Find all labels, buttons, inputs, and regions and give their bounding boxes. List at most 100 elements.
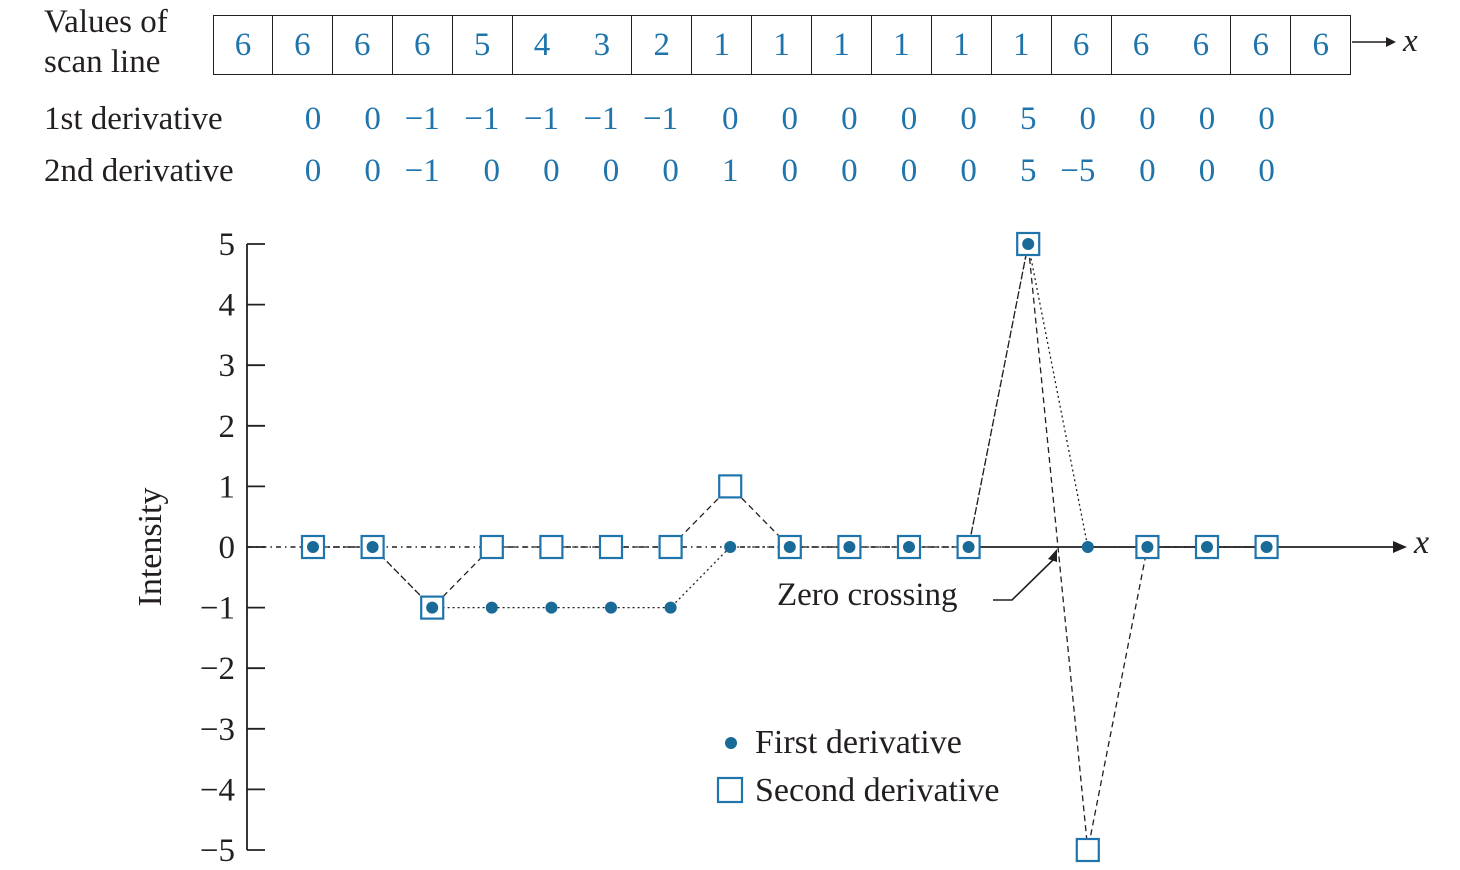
zero-crossing-arrowhead <box>1048 549 1057 562</box>
first-derivative-marker <box>1081 541 1094 553</box>
scan-value-cell: 1 <box>752 15 813 75</box>
legend-second-derivative-label: Second derivative <box>755 772 1000 809</box>
first-derivative-marker <box>1141 541 1154 553</box>
scan-value-cell: 1 <box>931 15 992 75</box>
chart-markers <box>300 231 1279 863</box>
first-derivative-marker <box>307 541 319 553</box>
y-tick-label: 0 <box>219 530 236 566</box>
y-tick-label: −5 <box>200 833 235 869</box>
first-derivative-value: −1 <box>464 101 500 137</box>
first-derivative-value: 0 <box>1139 101 1156 137</box>
first-derivative-value: 0 <box>1258 101 1275 137</box>
y-tick-label: −3 <box>200 712 235 748</box>
scan-value-cell: 6 <box>1171 15 1232 75</box>
scan-value-cell: 6 <box>1231 15 1292 75</box>
y-tick-label: 1 <box>219 469 236 505</box>
scan-value-cell: 6 <box>1291 15 1352 75</box>
second-derivative-value: 0 <box>364 153 381 189</box>
scan-line-x-arrow <box>1352 37 1396 47</box>
second-derivative-value: 0 <box>483 153 501 189</box>
scan-value-cell: 4 <box>512 15 573 75</box>
second-derivative-value: 0 <box>1198 153 1216 189</box>
y-tick-label: 5 <box>219 227 236 263</box>
scan-value-cell: 6 <box>213 15 273 75</box>
first-derivative-marker <box>1201 541 1213 553</box>
first-derivative-value: 0 <box>960 101 977 137</box>
y-tick-label: 2 <box>219 409 236 445</box>
second-derivative-value: 0 <box>841 153 858 189</box>
y-tick-label: 4 <box>219 288 236 324</box>
scan-line-label-line2: scan line <box>44 44 161 80</box>
first-derivative-marker <box>485 601 498 614</box>
first-derivative-value: −1 <box>643 101 679 137</box>
zero-crossing-leader <box>993 557 1056 601</box>
second-derivative-value: 0 <box>662 153 679 189</box>
scan-value-cell: 6 <box>392 15 453 75</box>
second-derivative-marker <box>479 534 504 560</box>
second-derivative-marker <box>598 534 624 560</box>
second-derivative-value: −5 <box>1060 153 1096 189</box>
first-derivative-marker <box>1260 541 1273 553</box>
first-derivative-value: 0 <box>304 101 322 137</box>
scan-value-cell: 6 <box>1111 15 1172 75</box>
second-derivative-value: 0 <box>543 153 560 189</box>
scan-value-cell: 3 <box>572 15 633 75</box>
second-derivative-value: 0 <box>1258 153 1275 189</box>
first-derivative-marker <box>605 601 617 614</box>
second-derivative-line <box>313 243 1267 851</box>
y-tick-label: −4 <box>200 772 235 808</box>
scan-line-label: Values of scan line <box>44 2 168 82</box>
first-derivative-value: 0 <box>841 101 858 137</box>
first-derivative-marker <box>366 541 379 553</box>
scan-value-cell: 6 <box>272 15 333 75</box>
second-derivative-marker <box>1075 837 1100 863</box>
first-derivative-marker <box>783 541 796 553</box>
x-axis-label: x <box>1413 524 1429 561</box>
first-derivative-value: −1 <box>523 101 559 137</box>
first-derivative-marker <box>843 541 856 553</box>
first-derivative-marker <box>664 601 677 614</box>
scan-line-label-line1: Values of <box>44 4 168 40</box>
zero-crossing-label: Zero crossing <box>777 577 958 613</box>
second-derivative-value: 5 <box>1019 153 1037 189</box>
legend-first-derivative-marker <box>725 737 737 749</box>
x-axis-arrowhead <box>1393 541 1407 553</box>
second-derivative-value: 0 <box>1139 153 1156 189</box>
first-derivative-value: 0 <box>721 101 739 137</box>
first-derivative-marker <box>724 541 737 553</box>
first-derivative-marker <box>545 601 558 614</box>
y-axis-label: Intensity <box>132 488 169 607</box>
scan-line-x-label: x <box>1403 23 1418 59</box>
second-derivative-value: 0 <box>900 153 918 189</box>
first-derivative-value: 0 <box>1079 101 1097 137</box>
first-derivative-value: 0 <box>781 101 799 137</box>
first-derivative-marker <box>1022 238 1035 250</box>
legend-second-derivative-marker <box>716 776 744 804</box>
first-derivative-value: 0 <box>1198 101 1216 137</box>
first-derivative-value: −1 <box>583 101 619 137</box>
scan-value-cell: 1 <box>991 15 1052 75</box>
second-derivative-value: 0 <box>960 153 977 189</box>
first-derivative-marker <box>962 541 975 553</box>
second-derivative-value: 1 <box>721 153 739 189</box>
second-derivative-value: 0 <box>602 153 620 189</box>
y-tick-label: 3 <box>219 348 236 384</box>
scan-value-cell: 1 <box>871 15 932 75</box>
scan-value-cell: 6 <box>332 15 393 75</box>
second-derivative-marker <box>539 534 564 560</box>
first-derivative-row-label: 1st derivative <box>44 101 223 137</box>
first-derivative-marker <box>426 601 439 614</box>
second-derivative-value: −1 <box>404 153 440 189</box>
first-derivative-value: −1 <box>404 101 440 137</box>
second-derivative-marker <box>718 474 743 499</box>
second-derivative-value: 0 <box>781 153 799 189</box>
second-derivative-row-label: 2nd derivative <box>44 153 234 189</box>
first-derivative-value: 5 <box>1019 101 1037 137</box>
first-derivative-value: 0 <box>364 101 381 137</box>
second-derivative-value: 0 <box>304 153 322 189</box>
legend-first-derivative-label: First derivative <box>755 724 962 761</box>
scan-value-cell: 1 <box>692 15 753 75</box>
